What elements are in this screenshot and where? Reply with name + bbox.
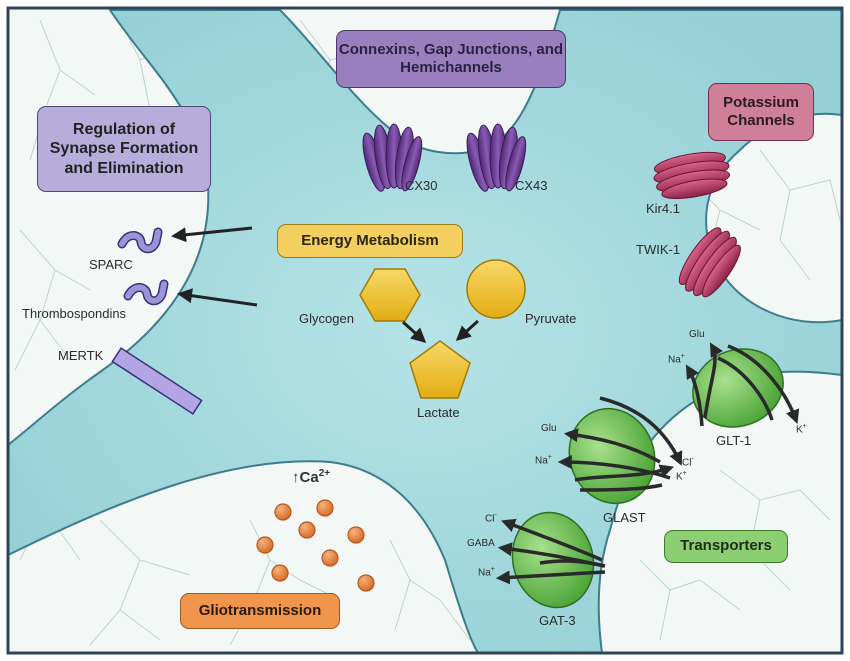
glt1-na-label: Na+ xyxy=(668,353,685,366)
thrombospondin-molecule-fill xyxy=(125,281,167,304)
glycogen-label: Glycogen xyxy=(299,311,354,326)
sparc-label: SPARC xyxy=(89,257,133,272)
arrow-pyruvate-lactate xyxy=(455,319,480,342)
pyruvate-circle xyxy=(466,259,526,319)
figure-border xyxy=(6,6,844,655)
cx30-connexin xyxy=(362,123,423,192)
sparc-molecule-fill xyxy=(119,229,161,252)
glast-flux-arrows xyxy=(557,396,683,492)
cx30-label: CX30 xyxy=(405,178,438,193)
gat3-flux-arrows xyxy=(495,518,606,585)
arrow-to-thrombospondins xyxy=(177,288,258,307)
arrow-glycogen-lactate xyxy=(401,320,427,344)
glast-label: GLAST xyxy=(603,510,646,525)
potassium-channels-box: Potassium Channels xyxy=(708,83,814,141)
glast-na-label: Na+ xyxy=(535,454,552,467)
mertk-receptor xyxy=(111,347,203,415)
synapse-regulation-box: Regulation of Synapse Formation and Elim… xyxy=(37,106,211,192)
gat3-gaba-label: GABA xyxy=(467,538,495,549)
calcium-rise-label: ↑Ca2+ xyxy=(292,468,331,486)
pyruvate-label: Pyruvate xyxy=(525,311,577,326)
gat3-na-label: Na+ xyxy=(478,566,495,579)
thrombospondins-label: Thrombospondins xyxy=(22,306,127,321)
energy-metabolism-box: Energy Metabolism xyxy=(277,224,463,258)
twik1-channel xyxy=(678,227,741,298)
kir41-label: Kir4.1 xyxy=(646,201,680,216)
glast-k-label: K+ xyxy=(676,470,687,483)
kir41-channel xyxy=(653,151,731,200)
glast-glu-label: Glu xyxy=(541,423,557,434)
mertk-label: MERTK xyxy=(58,348,104,363)
glt1-flux-arrows xyxy=(685,342,800,427)
connexins-box: Connexins, Gap Junctions, and Hemichanne… xyxy=(336,30,566,88)
up-arrow-icon: ↑ xyxy=(292,469,300,486)
lactate-pentagon xyxy=(409,340,471,399)
gat3-label: GAT-3 xyxy=(539,613,576,628)
glycogen-hexagon xyxy=(359,268,421,322)
cx43-connexin xyxy=(466,123,527,192)
gliotransmitter-vesicles xyxy=(256,499,375,592)
twik1-label: TWIK-1 xyxy=(636,242,681,257)
glast-cl-label: Cl- xyxy=(682,456,694,469)
glt1-label: GLT-1 xyxy=(716,433,752,448)
glt1-glu-label: Glu xyxy=(689,329,705,340)
cx43-label: CX43 xyxy=(515,178,548,193)
glt1-k-label: K+ xyxy=(796,423,807,436)
transporters-box: Transporters xyxy=(664,530,788,563)
gliotransmission-box: Gliotransmission xyxy=(180,593,340,629)
arrow-to-sparc xyxy=(171,226,253,243)
lactate-label: Lactate xyxy=(417,405,460,420)
gat3-cl-label: Cl- xyxy=(485,512,497,525)
